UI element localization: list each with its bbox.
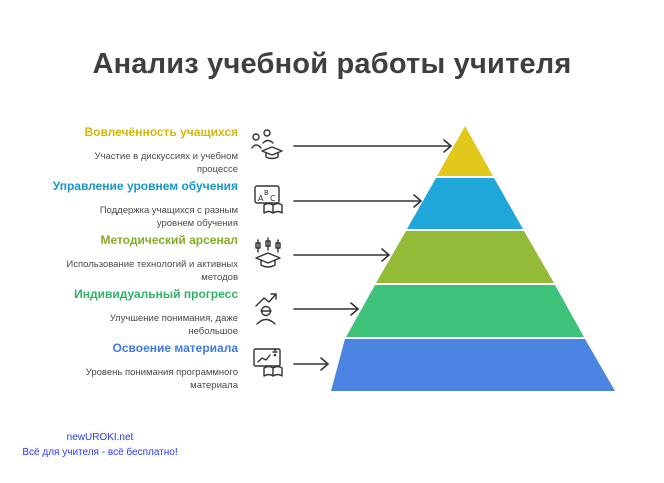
- level-title-methodical: Методический арсенал: [100, 233, 238, 247]
- footer-slogan: Всё для учителя - всё бесплатно!: [22, 447, 178, 458]
- pyramid-layer-mastery: [331, 339, 615, 391]
- pyramid-layer-methodical: [376, 231, 554, 283]
- arrow-progress: [293, 302, 359, 316]
- level-title-engagement: Вовлечённость учащихся: [84, 125, 239, 139]
- arrow-engagement: [293, 139, 452, 153]
- pyramid-layer-progress: [346, 285, 584, 337]
- pyramid-layer-level-management: [407, 178, 523, 229]
- level-title-mastery: Освоение материала: [112, 341, 238, 355]
- page-title: Анализ учебной работы учителя: [92, 48, 572, 80]
- abc-book-icon: A B C: [254, 185, 283, 214]
- arrow-mastery: [293, 357, 329, 371]
- svg-text:A: A: [258, 194, 264, 203]
- svg-text:C: C: [270, 194, 276, 203]
- pyramid-layer-engagement: [437, 126, 493, 176]
- presentation-board-icon: [253, 348, 283, 377]
- arrow-level-management: [293, 194, 422, 208]
- arrow-methodical: [293, 248, 390, 262]
- people-graduation-icon: [251, 129, 283, 160]
- footer-site-name: newUROKI.net: [66, 432, 134, 443]
- student-growth-icon: [255, 293, 277, 325]
- level-title-level-management: Управление уровнем обучения: [52, 179, 238, 193]
- graduation-cap-icon: [255, 237, 281, 268]
- svg-text:B: B: [264, 189, 269, 197]
- level-title-progress: Индивидуальный прогресс: [74, 287, 238, 301]
